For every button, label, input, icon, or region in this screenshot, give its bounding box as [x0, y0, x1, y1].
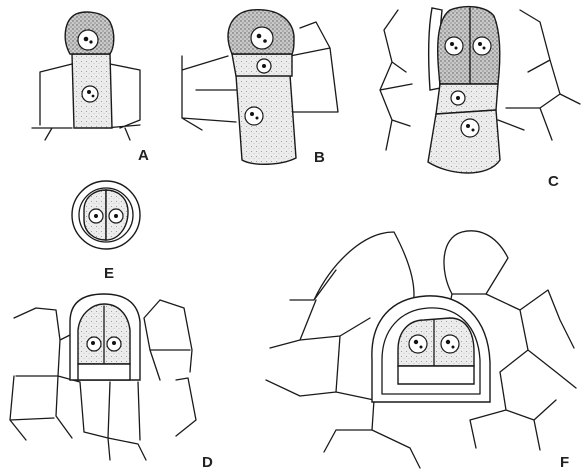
- panel-label-e: E: [104, 265, 114, 282]
- panel-label-b: B: [314, 149, 325, 166]
- panel-e: E: [72, 181, 140, 282]
- panel-b: B: [182, 10, 338, 166]
- panel-label-c: C: [548, 173, 559, 190]
- panel-label-f: F: [560, 454, 569, 470]
- panel-label-a: A: [138, 147, 149, 164]
- panel-f: F: [266, 231, 576, 470]
- panel-a: A: [32, 12, 149, 164]
- stalk-cell: [436, 84, 498, 114]
- panel-d: D: [10, 294, 213, 470]
- panel-label-d: D: [202, 454, 213, 470]
- basal-cell: [236, 75, 296, 164]
- panel-c: C: [380, 7, 580, 190]
- basal-cell: [428, 110, 500, 173]
